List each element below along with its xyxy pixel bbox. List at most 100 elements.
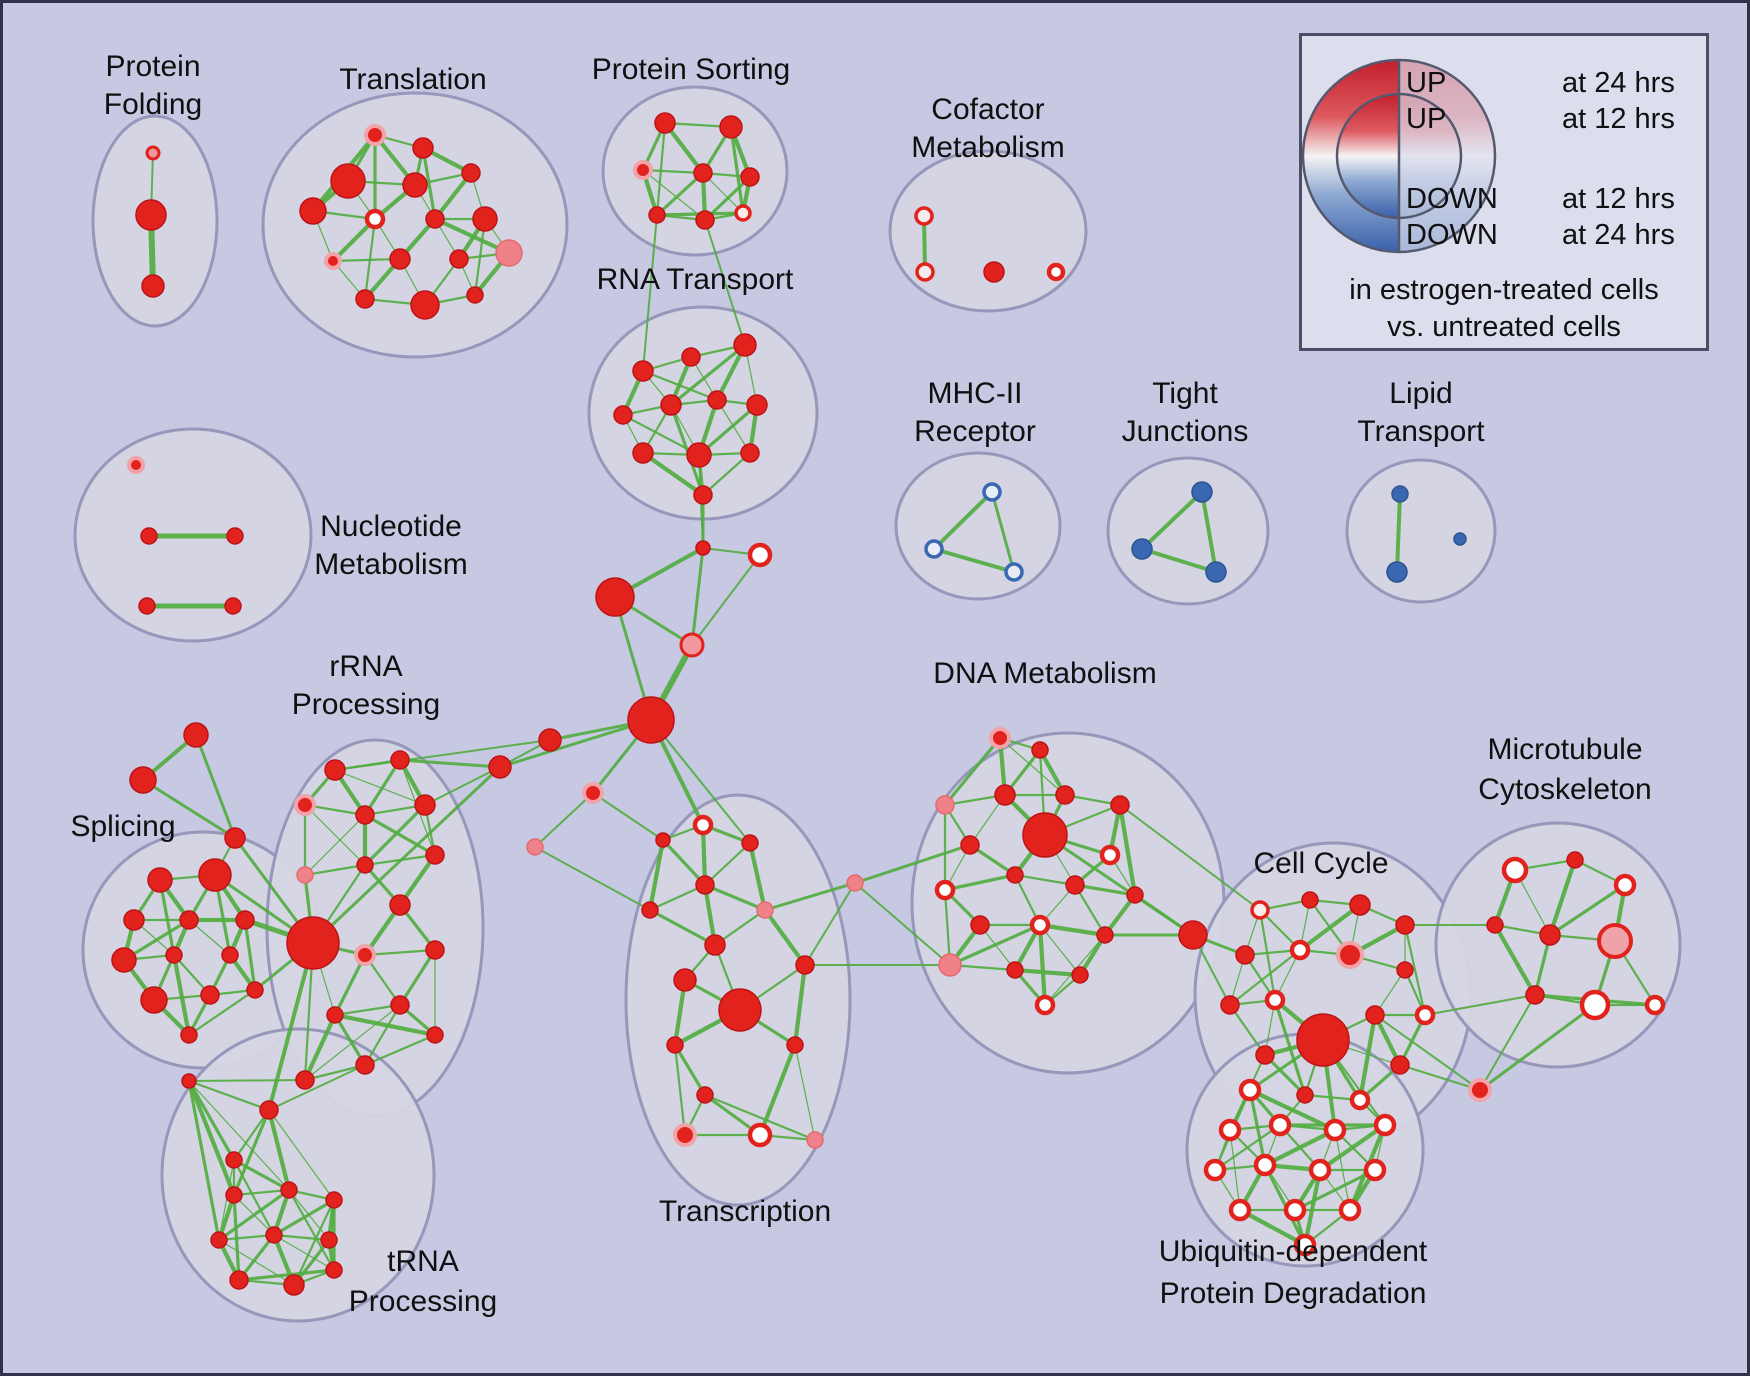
network-node-red [140,527,158,545]
network-edge [1043,833,1195,937]
network-node-red [183,722,209,748]
network-node-redpink [364,124,386,146]
network-node-red [330,163,366,199]
cluster-label-nucleotide-metabolism-line0: Nucleotide [320,510,462,543]
network-edge [333,953,367,1017]
network-edge [398,948,437,1007]
network-node-whiteblue [1004,562,1024,582]
network-node-red [1539,924,1561,946]
network-edge [1424,994,1536,1016]
network-edge [655,121,667,217]
network-node-whitered [1203,1158,1227,1182]
network-node-red [693,163,713,183]
cluster-label-translation-line0: Translation [339,63,486,96]
network-edge [703,1093,817,1142]
network-edge [655,171,705,217]
network-node-whiteblue [982,482,1002,502]
network-node-whitered [1308,1158,1332,1182]
cluster-ellipse-trna-processing [160,1027,436,1323]
network-node-red [226,527,244,545]
cluster-ellipse-mhc-ii-receptor [894,451,1062,601]
network-node-smallring [915,262,935,282]
network-edge [363,803,427,867]
network-node-smallring [914,206,934,226]
network-node-red [320,1231,338,1249]
network-edge [650,719,751,844]
network-node-red [983,261,1005,283]
network-edge [267,941,315,1112]
network-node-red [425,940,445,960]
network-node-red [795,955,815,975]
network-node-redpink [1336,941,1364,969]
network-edge [363,1003,402,1067]
network-node-red [402,172,428,198]
network-edge [1119,804,1261,911]
network-node-red [1055,785,1075,805]
network-node-red [129,766,157,794]
cluster-label-mhc-ii-receptor-line1: Receptor [914,415,1036,448]
network-edge [218,1239,295,1286]
network-edge [534,846,651,911]
network-node-whitered [1644,994,1666,1016]
network-edge [237,1268,336,1282]
network-node-whitered [1501,856,1529,884]
network-node-pink [756,901,774,919]
network-edge [1293,1168,1377,1212]
network-edge [188,1080,290,1191]
network-node-red [1065,875,1085,895]
network-node-whitered [1034,994,1056,1016]
network-edge [669,343,747,407]
network-edge [232,1108,271,1197]
network-edge [794,1044,816,1141]
network-node-red [632,360,654,382]
network-edge [990,490,1016,574]
network-edge [669,403,705,497]
network-edge [640,450,706,498]
legend-note-line2: vs. untreated cells [1387,311,1621,343]
network-node-pink [526,838,544,856]
network-node-red [140,986,168,1014]
network-node-whitered [1029,914,1051,936]
network-edge [363,813,437,857]
network-node-pink [846,874,864,892]
network-edge [661,838,707,887]
network-node-redpink [1468,1078,1492,1102]
network-edge [421,146,437,221]
network-edge [363,217,377,301]
network-edge [302,1012,338,1083]
legend-row-down-12: DOWN at 12 hrs [1406,183,1675,216]
network-node-red [632,442,654,464]
network-edge [1334,1129,1351,1211]
cluster-label-tight-junctions-line0: Tight [1152,377,1218,410]
network-edge [266,1107,292,1193]
network-node-red [1022,812,1068,858]
network-edge [304,814,366,876]
network-node-whitered [1293,1233,1317,1257]
network-edge [673,1043,707,1097]
network-node-red [673,968,697,992]
legend-up24-time: at 24 hrs [1562,67,1675,99]
network-node-red [181,1073,197,1089]
network-edge [1039,924,1081,976]
network-node-red [1110,795,1130,815]
network-edge [648,883,707,912]
network-edge [333,1003,402,1017]
network-node-whitered [1218,1118,1242,1142]
legend-down12-label: DOWN [1406,183,1498,215]
cluster-label-nucleotide-metabolism-line1: Metabolism [314,548,467,581]
network-edge [1297,902,1363,953]
network-node-red [299,197,327,225]
network-node-red [1220,995,1240,1015]
network-node-red [1395,915,1415,935]
network-edge [647,837,666,913]
network-edge [704,219,746,346]
network-edge [716,399,751,454]
network-edge [1479,994,1536,1091]
network-node-red [123,909,145,931]
legend-down12-time: at 12 hrs [1562,183,1675,215]
cluster-label-cell-cycle-line0: Cell Cycle [1253,847,1388,880]
network-node-red [740,443,760,463]
legend-note-line1: in estrogen-treated cells [1349,274,1659,306]
network-node-red [627,696,675,744]
